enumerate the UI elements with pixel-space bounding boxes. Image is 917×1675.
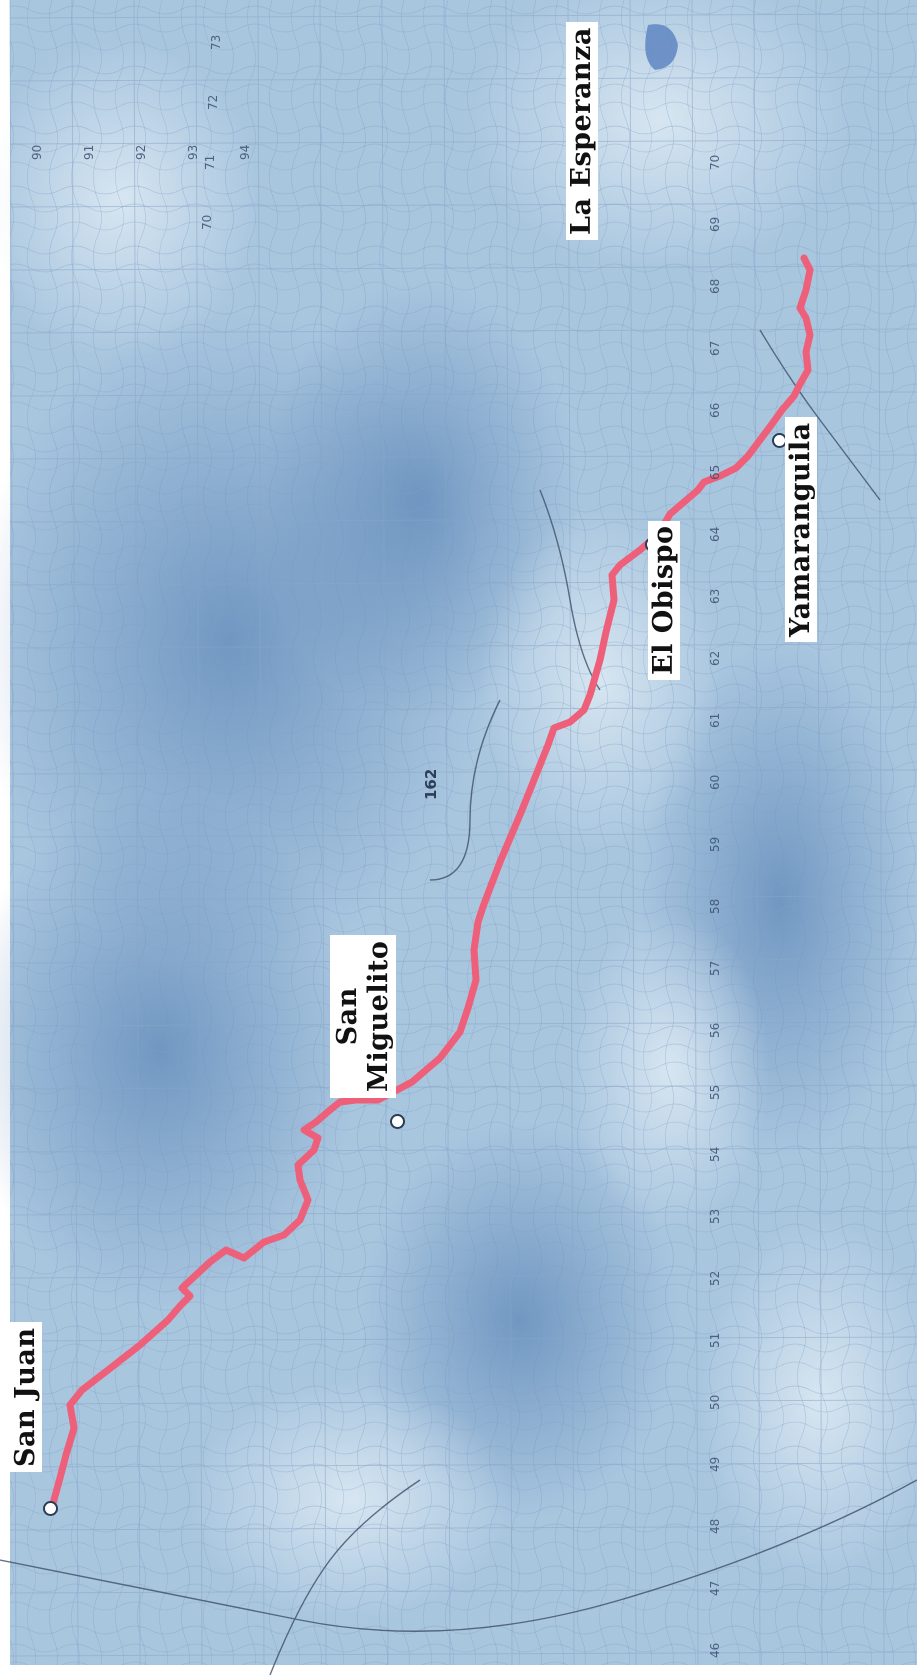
grid-number: 46 <box>708 1642 722 1658</box>
grid-line-horizontal <box>9 1336 917 1342</box>
grid-line-horizontal <box>9 1210 917 1216</box>
grid-number: 60 <box>708 774 722 790</box>
grid-number: 52 <box>708 1270 722 1286</box>
grid-line-horizontal <box>9 13 917 19</box>
grid-number: 63 <box>708 588 722 604</box>
grid-number: 62 <box>708 650 722 666</box>
grid-line-vertical <box>877 0 885 1666</box>
place-label-san-juan: San Juan <box>10 1322 42 1472</box>
grid-number: 47 <box>708 1580 722 1596</box>
grid-line-horizontal <box>9 769 917 775</box>
grid-line-horizontal <box>9 580 917 586</box>
grid-line-horizontal <box>9 454 917 460</box>
grid-number: 70 <box>708 154 722 170</box>
grid-number: 68 <box>708 278 722 294</box>
grid-line-vertical <box>815 0 823 1666</box>
grid-line-horizontal <box>9 895 917 901</box>
san-miguelito-marker <box>390 1114 405 1129</box>
san-juan-marker <box>43 1501 58 1516</box>
grid-number: 49 <box>708 1456 722 1472</box>
grid-number: 92 <box>134 144 148 160</box>
grid-line-vertical <box>319 0 327 1666</box>
grid-line-horizontal <box>9 1525 917 1531</box>
grid-number: 72 <box>206 94 220 110</box>
secondary-roads <box>0 329 917 1675</box>
grid-number: 69 <box>708 216 722 232</box>
road-number: 162 <box>422 769 440 800</box>
grid-line-horizontal <box>9 139 917 145</box>
grid-number: 93 <box>186 144 200 160</box>
grid-number: 91 <box>82 144 96 160</box>
lake <box>645 24 678 71</box>
grid-line-horizontal <box>9 328 917 334</box>
contour-lines-secondary <box>10 0 917 1665</box>
place-label-el-obispo: El Obispo <box>648 520 680 680</box>
grid-number: 55 <box>708 1084 722 1100</box>
grid-number: 66 <box>708 402 722 418</box>
grid-line-vertical <box>257 0 265 1666</box>
grid-line-vertical <box>691 0 699 1666</box>
grid-line-vertical <box>629 0 637 1666</box>
grid-line-vertical <box>133 0 141 1666</box>
grid-number: 64 <box>708 526 722 542</box>
grid-number: 53 <box>708 1208 722 1224</box>
grid-number: 70 <box>200 214 214 230</box>
grid-line-horizontal <box>9 643 917 649</box>
grid-line-horizontal <box>9 517 917 523</box>
grid-line-horizontal <box>9 706 917 712</box>
grid-line-horizontal <box>9 202 917 208</box>
place-label-la-esperanza: La Esperanza <box>566 22 598 240</box>
grid-number: 58 <box>708 898 722 914</box>
grid-number: 56 <box>708 1022 722 1038</box>
grid-line-horizontal <box>9 1273 917 1279</box>
grid-number: 50 <box>708 1394 722 1410</box>
grid-number: 51 <box>708 1332 722 1348</box>
grid-line-horizontal <box>9 265 917 271</box>
grid-number: 71 <box>203 154 217 170</box>
grid-line-horizontal <box>9 1462 917 1468</box>
grid-number: 54 <box>708 1146 722 1162</box>
grid-line-horizontal <box>9 1651 917 1657</box>
grid-line-horizontal <box>9 832 917 838</box>
grid-line-vertical <box>443 0 451 1666</box>
grid-number: 67 <box>708 340 722 356</box>
grid-number: 59 <box>708 836 722 852</box>
grid-line-horizontal <box>9 1399 917 1405</box>
grid-line-horizontal <box>9 1147 917 1153</box>
grid-number: 94 <box>238 144 252 160</box>
grid-line-vertical <box>381 0 389 1666</box>
grid-line-horizontal <box>9 1084 917 1090</box>
grid-number: 65 <box>708 464 722 480</box>
grid-line-vertical <box>753 0 761 1666</box>
coordinate-grid <box>9 0 917 1666</box>
grid-number: 90 <box>30 144 44 160</box>
grid-number: 57 <box>708 960 722 976</box>
grid-line-vertical <box>567 0 575 1666</box>
grid-line-vertical <box>195 0 203 1666</box>
highlighted-route <box>48 254 814 1511</box>
place-label-yamaranguila: Yamaranguila <box>785 417 817 642</box>
grid-number: 48 <box>708 1518 722 1534</box>
grid-number: 73 <box>209 34 223 50</box>
place-label-san-miguelito: San Miguelito <box>330 934 396 1098</box>
grid-line-horizontal <box>9 958 917 964</box>
grid-line-horizontal <box>9 391 917 397</box>
grid-number: 61 <box>708 712 722 728</box>
grid-line-vertical <box>71 0 79 1666</box>
grid-line-horizontal <box>9 76 917 82</box>
